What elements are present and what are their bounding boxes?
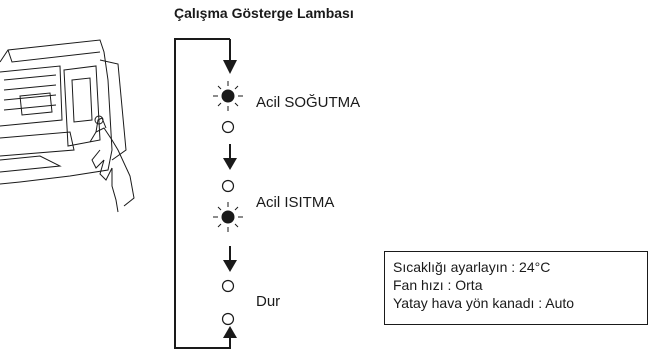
setting-temperature: Sıcaklığı ayarlayın : 24°C (393, 259, 551, 275)
lamp-blinking (213, 202, 243, 232)
lamp-off (221, 279, 235, 293)
mode-label-stop: Dur (256, 293, 281, 310)
lamp-blinking (213, 81, 243, 111)
air-conditioner-illustration (0, 39, 135, 213)
lamp-off (221, 120, 235, 134)
flow-loop (174, 38, 231, 349)
setting-fan-speed: Fan hızı : Orta (393, 277, 483, 293)
arrow-down-icon (223, 260, 237, 272)
mode-label-heating: Acil ISITMA (256, 194, 335, 211)
arrow-up-icon (223, 326, 237, 338)
setting-vane: Yatay hava yön kanadı : Auto (393, 295, 575, 311)
lamp-off (221, 179, 235, 193)
diagram-title: Çalışma Gösterge Lambası (174, 5, 354, 21)
settings-box: Sıcaklığı ayarlayın : 24°C Fan hızı : Or… (384, 251, 648, 325)
mode-label-cooling: Acil SOĞUTMA (256, 94, 361, 111)
lamp-off (221, 312, 235, 326)
arrow-down-icon (223, 158, 237, 170)
arrow-down-icon (223, 60, 237, 74)
